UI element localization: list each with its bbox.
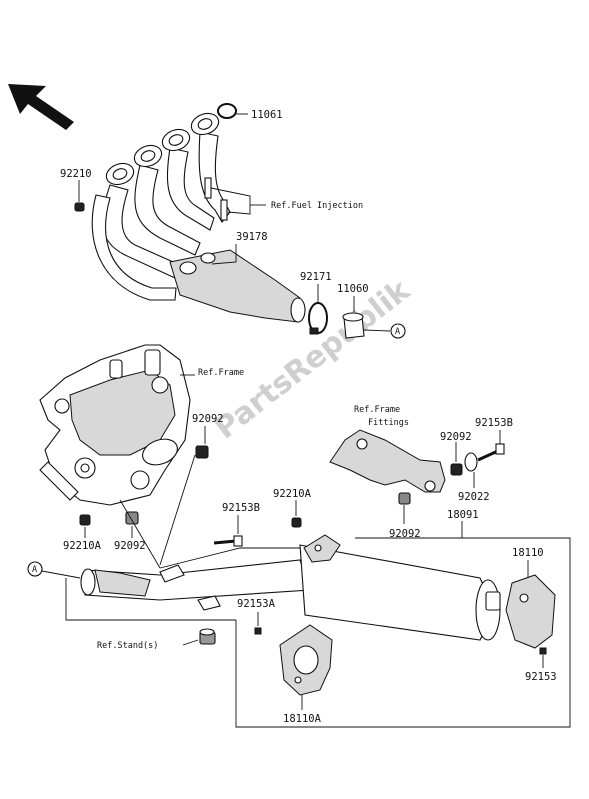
- nut-92210: [74, 202, 85, 212]
- washer-92022: [464, 452, 478, 472]
- heat-shield-18110a: [279, 624, 333, 696]
- nut-92210a-upper: [291, 517, 302, 528]
- label-92210: 92210: [60, 168, 92, 180]
- label-92171: 92171: [300, 271, 332, 283]
- bolt-92153b-a: [477, 443, 505, 462]
- label-92092-a: 92092: [192, 413, 224, 425]
- front-direction-arrow-icon: [8, 84, 74, 130]
- muffler-assembly-18091: [80, 534, 501, 641]
- label-92153b-a: 92153B: [475, 417, 513, 429]
- label-92153a: 92153A: [237, 598, 276, 610]
- clamp-92171: [308, 302, 328, 335]
- bushing-92092-d: [398, 492, 411, 505]
- label-92092-b: 92092: [440, 431, 472, 443]
- label-92153: 92153: [525, 671, 557, 683]
- o-ring-11061: [217, 103, 237, 119]
- label-11060: 11060: [337, 283, 369, 295]
- reference-circle-a-bottom: [27, 561, 43, 577]
- label-18110: 18110: [512, 547, 544, 559]
- gasket-11060: [342, 312, 365, 339]
- exhaust-header-pipes: [91, 112, 306, 323]
- rubber-mount-stand: [199, 628, 216, 645]
- label-92210a-frame: 92210A: [63, 540, 102, 552]
- circle-a-top-label: A: [395, 327, 400, 337]
- label-92022: 92022: [458, 491, 490, 503]
- bolt-92153a: [254, 627, 262, 635]
- ref-frame-fittings-2: Fittings: [368, 418, 409, 428]
- label-92210a-upper: 92210A: [273, 488, 312, 500]
- ref-fuel-injection: Ref.Fuel Injection: [271, 201, 363, 211]
- ref-frame-fittings-1: Ref.Frame: [354, 405, 400, 415]
- bushing-92092-a: [195, 445, 209, 459]
- circle-a-bottom-label: A: [32, 565, 37, 575]
- frame-rear-section: [39, 344, 191, 506]
- bushing-92092-b: [450, 463, 463, 476]
- bolt-92153b-b: [213, 535, 243, 547]
- ref-stands: Ref.Stand(s): [97, 641, 158, 651]
- label-39178: 39178: [236, 231, 268, 243]
- reference-circle-a-top: [390, 323, 406, 339]
- label-92092-d: 92092: [389, 528, 421, 540]
- label-11061: 11061: [251, 109, 283, 121]
- bolt-92153: [539, 647, 547, 655]
- end-cap-18110: [505, 574, 556, 649]
- nut-92210a-frame: [79, 514, 91, 526]
- frame-fittings-bracket: [329, 429, 446, 493]
- label-92092-frame: 92092: [114, 540, 146, 552]
- label-18110a: 18110A: [283, 713, 322, 725]
- label-18091: 18091: [447, 509, 479, 521]
- label-92153b-b: 92153B: [222, 502, 260, 514]
- ref-frame: Ref.Frame: [198, 368, 244, 378]
